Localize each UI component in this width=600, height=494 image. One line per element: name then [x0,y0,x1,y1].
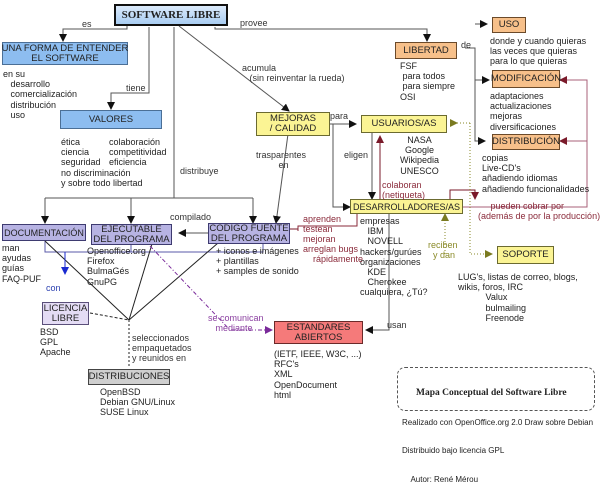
node-soporte[interactable]: SOPORTE [497,246,554,264]
detail-forma: en su desarrollo comercialización distri… [3,69,78,120]
label-eligen: eligen [344,150,369,160]
node-modificacion[interactable]: MODIFICACIÓN [491,70,561,88]
edge-se-comunican [149,245,273,334]
label-provee: provee [240,18,268,28]
detail-codigo: + iconos e imágenes + plantillas + sampl… [216,246,299,277]
edge-usan [365,213,390,334]
detail-documentacion: man ayudas guías FAQ-PUF [2,243,42,284]
node-desarrolladores[interactable]: DESARROLLADORES/AS [350,199,463,214]
node-estandares-abiertos[interactable]: ESTANDARES ABIERTOS [274,321,363,344]
node-usuarios[interactable]: USUARIOS/AS [361,115,447,133]
node-libertad[interactable]: LIBERTAD [395,42,457,59]
detail-libertad: FSF para todos para siempre OSI [400,61,456,102]
detail-distribucion: copias Live-CD's añadiendo idiomas añadi… [482,153,590,194]
detail-estandares: (IETF, IEEE, W3C, ...) RFC's XML OpenDoc… [274,349,362,400]
detail-modificacion: adaptaciones actualizaciones mejoras div… [490,91,557,132]
edge-trasparentes [272,133,289,224]
node-forma-entender[interactable]: UNA FORMA DE ENTENDER EL SOFTWARE [1,42,129,65]
label-tiene: tiene [126,83,146,93]
detail-usuarios: NASA Google Wikipedia UNESCO [400,135,440,176]
label-distribuye: distribuye [180,166,219,176]
label-de: de [461,40,472,50]
detail-desarrolladores: empresas IBM NOVELL hackers/gurúes organ… [360,216,428,298]
label-reciben: reciben y dan [428,240,458,260]
detail-soporte: LUG's, listas de correo, blogs, wikis, f… [458,272,578,323]
credits-line1: Realizado con OpenOffice.org 2.0 Draw so… [402,417,594,427]
node-codigo-fuente[interactable]: CODIGO FUENTE DEL PROGRAMA [208,222,290,244]
edge-acumula [178,25,290,112]
label-compilado: compilado [170,212,212,222]
label-aprenden: aprenden testean mejoran arreglan bugs r… [303,214,364,264]
detail-distribuciones: OpenBSD Debian GNU/Linux SUSE Linux [100,387,176,418]
detail-valores-right: colaboración competitividad eficiencia [109,137,167,168]
detail-valores-left: ética ciencia seguridad no discriminació… [61,137,143,188]
label-con: con [46,283,61,293]
node-documentacion[interactable]: DOCUMENTACIÓN [2,224,86,241]
credits-line3: Autor: René Mérou [402,474,479,484]
label-trasparentes: trasparentes en [256,150,307,170]
node-distribuciones[interactable]: DISTRIBUCIONES [88,369,170,385]
edge-tiene [107,27,150,110]
edge-pueden-cobrar [463,76,588,208]
node-software-libre[interactable]: SOFTWARE LIBRE [114,4,228,26]
label-colaboran: colaboran (netiqueta) [382,180,426,200]
label-seleccionados: seleccionados empaquetados y reunidos en [132,333,192,363]
node-uso[interactable]: USO [492,17,526,33]
node-ejecutable[interactable]: EJECUTABLE DEL PROGRAMA [91,224,172,245]
node-valores[interactable]: VALORES [60,110,162,129]
node-distribucion[interactable]: DISTRIBUCIÓN [492,134,560,150]
label-para: para [330,111,349,121]
detail-uso: donde y cuando quieras las veces que qui… [490,36,587,67]
node-licencia-libre[interactable]: LICENCIA LIBRE [42,302,89,325]
label-usan: usan [387,320,407,330]
credits-box: Mapa Conceptual del Software Libre Reali… [397,367,595,484]
label-acumula: acumula (sin reinventar la rueda) [242,63,345,83]
credits-line2: Distribuido bajo licencia GPL [402,446,505,455]
detail-licencia: BSD GPL Apache [40,327,71,358]
connector-lines [41,20,588,368]
label-es: es [82,19,92,29]
credits-title: Mapa Conceptual del Software Libre [416,388,567,398]
edge-provee [214,27,431,42]
label-se-comunican: se comunican mediante [208,313,264,333]
label-pueden-cobrar: pueden cobrar por (además de por la prod… [478,201,600,221]
edge-de [465,47,486,145]
detail-ejecutable: Openoffice.org Firefox BulmaGés GnuPG [87,246,146,287]
node-mejoras-calidad[interactable]: MEJORAS / CALIDAD [256,112,330,136]
